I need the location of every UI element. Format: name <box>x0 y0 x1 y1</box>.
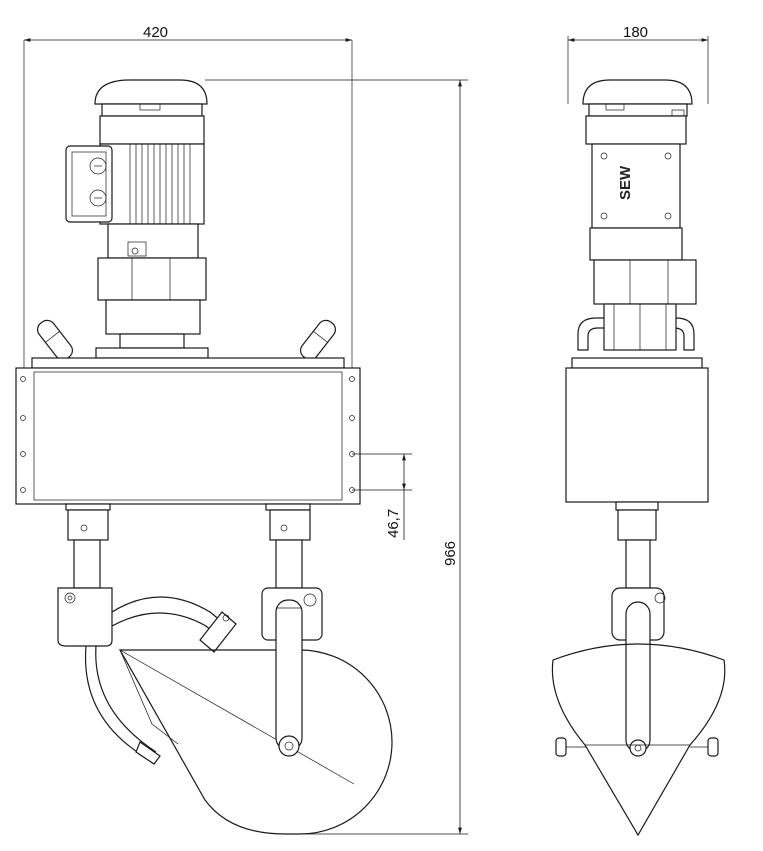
base-plate <box>31 357 345 369</box>
front-view <box>15 40 393 835</box>
dimension-label-966: 966 <box>442 541 459 566</box>
dimension-front-width: 420 <box>23 24 352 42</box>
right-leg <box>261 509 323 757</box>
left-leg <box>57 509 113 647</box>
dimension-label-180: 180 <box>623 24 648 41</box>
rudder-wheel <box>118 649 393 835</box>
motor-body <box>65 115 209 359</box>
housing-box <box>15 367 361 511</box>
lift-handles <box>36 319 337 361</box>
dimension-offset: 46,7 <box>352 453 412 540</box>
dimension-label-46-7: 46,7 <box>385 509 402 538</box>
dimension-side-width: 180 <box>567 24 709 104</box>
dimension-total-height: 966 <box>205 79 468 835</box>
arm-bracket <box>84 596 237 765</box>
motor-cap <box>94 79 208 117</box>
motor-brand-logo: SEW <box>617 165 634 200</box>
dimension-label-420: 420 <box>143 24 168 41</box>
side-view: SEW <box>551 79 726 837</box>
